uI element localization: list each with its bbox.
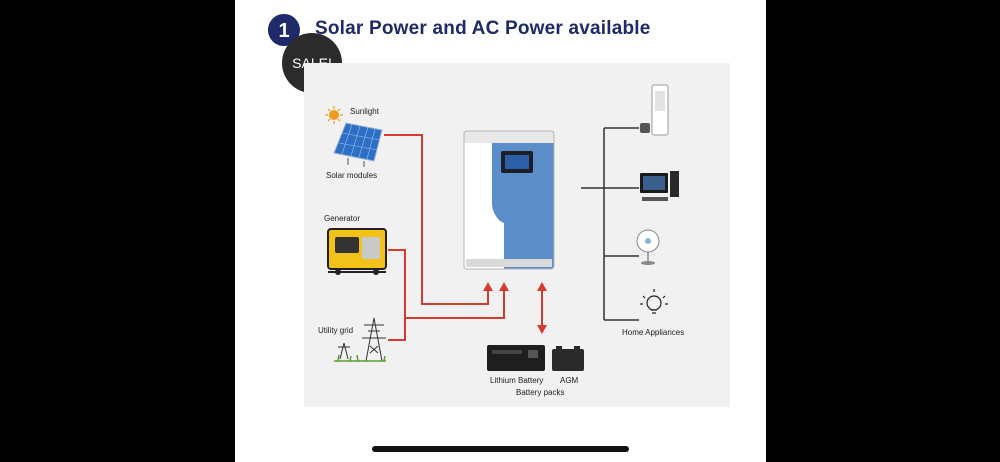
input-wiring <box>384 134 543 341</box>
sun-icon <box>325 106 343 124</box>
label-sunlight: Sunlight <box>350 107 379 116</box>
power-tower-icon <box>338 317 386 362</box>
section-header: 1 Solar Power and AC Power available <box>235 0 766 62</box>
light-bulb-icon <box>640 289 668 314</box>
step-number-badge: 1 <box>267 14 300 46</box>
label-agm: AGM <box>560 376 579 385</box>
page-title: Solar Power and AC Power available <box>315 18 651 39</box>
air-conditioner-icon <box>640 84 669 136</box>
home-indicator[interactable] <box>372 446 629 452</box>
label-utility-grid: Utility grid <box>318 326 354 335</box>
label-home-appliances: Home Appliances <box>622 328 685 337</box>
product-image-page: 1 Solar Power and AC Power available SAL… <box>235 0 766 462</box>
label-solar-modules: Solar modules <box>326 171 378 180</box>
computer-icon <box>640 171 679 201</box>
label-battery-packs: Battery packs <box>516 388 565 397</box>
fan-icon <box>636 229 660 265</box>
arrow-up-icon <box>499 282 509 291</box>
agm-battery-icon <box>552 346 584 371</box>
diagram-graphics <box>325 84 679 371</box>
solar-panel-icon <box>333 122 383 167</box>
label-lithium-battery: Lithium Battery <box>490 376 544 385</box>
label-generator: Generator <box>324 214 361 223</box>
arrow-up-icon <box>483 282 493 291</box>
grass-icon <box>334 354 386 362</box>
lithium-battery-icon <box>487 345 545 371</box>
inverter-icon <box>463 130 555 270</box>
generator-icon <box>327 228 387 275</box>
system-diagram: Sunlight Solar modules Generator Utility… <box>304 63 730 407</box>
arrow-down-icon <box>537 325 547 334</box>
arrow-up-icon <box>537 282 547 291</box>
output-wiring <box>581 127 639 321</box>
step-number: 1 <box>278 20 289 42</box>
